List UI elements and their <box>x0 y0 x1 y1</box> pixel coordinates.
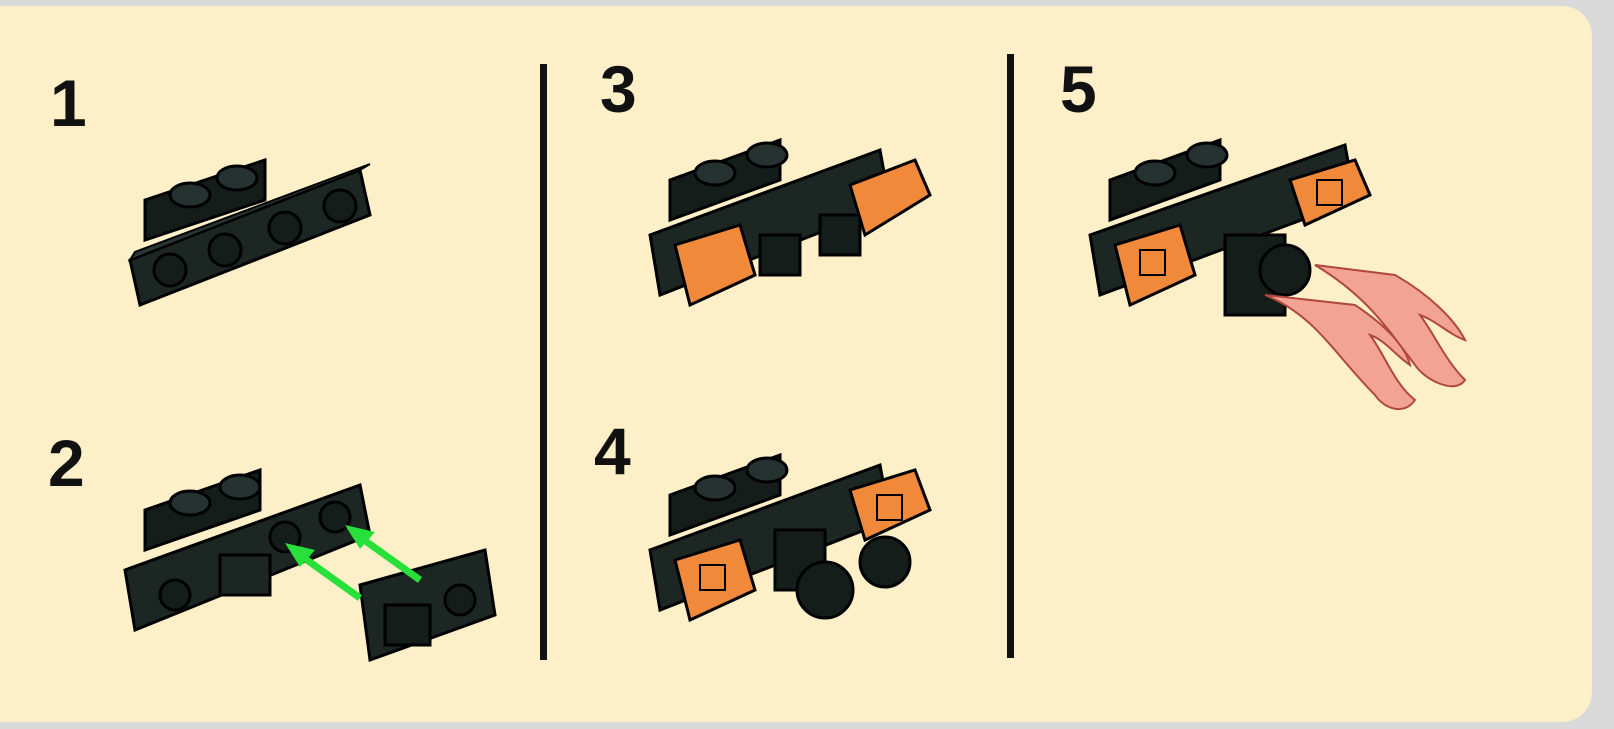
step-number-3: 3 <box>600 56 637 122</box>
step-5-brick-illustration <box>1085 125 1485 425</box>
divider-right <box>1007 54 1014 658</box>
step-3-brick-illustration <box>645 125 945 325</box>
step-4-brick-illustration <box>645 440 945 640</box>
divider-left <box>540 64 547 660</box>
step-number-5: 5 <box>1060 56 1097 122</box>
step-1-brick-illustration <box>125 140 385 320</box>
step-number-4: 4 <box>594 418 631 484</box>
step-2-brick-illustration <box>120 455 510 685</box>
step-number-1: 1 <box>50 70 87 136</box>
step-number-2: 2 <box>48 430 85 496</box>
